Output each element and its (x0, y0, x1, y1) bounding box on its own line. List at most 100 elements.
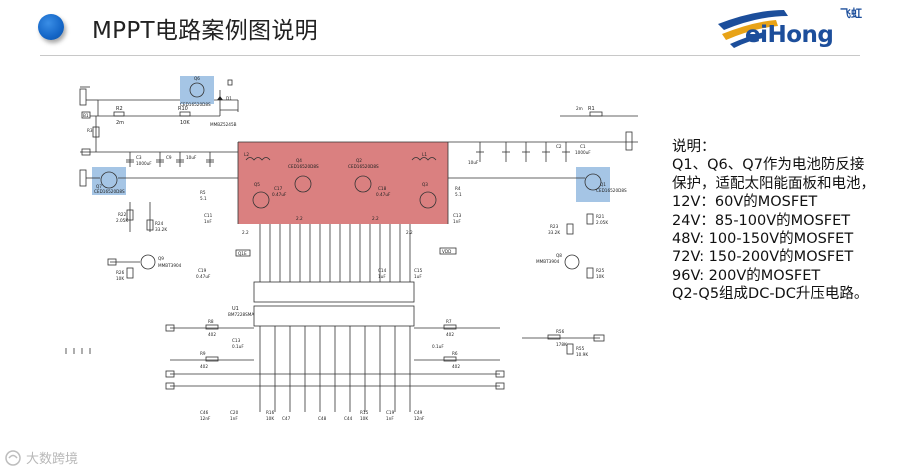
title-divider (40, 55, 860, 56)
svg-text:10.9K: 10.9K (576, 352, 588, 357)
svg-text:2.05K: 2.05K (596, 220, 608, 225)
svg-text:MMBT3904: MMBT3904 (158, 263, 182, 268)
svg-text:C19: C19 (198, 268, 207, 273)
svg-text:2m: 2m (116, 120, 124, 126)
l2-inductor-icon (245, 157, 271, 161)
svg-text:Q5: Q5 (254, 182, 260, 187)
svg-text:C11: C11 (204, 213, 213, 218)
svg-text:C2: C2 (556, 144, 562, 149)
svg-text:0.1uF: 0.1uF (232, 344, 244, 349)
svg-text:C1: C1 (580, 144, 586, 149)
svg-text:402: 402 (208, 332, 216, 337)
q5-mosfet-icon (252, 191, 270, 209)
notes-line: 保护，适配太阳能面板和电池， (672, 175, 875, 192)
svg-text:CED16520D8S: CED16520D8S (94, 189, 125, 194)
svg-text:402: 402 (446, 332, 454, 337)
svg-text:R1: R1 (588, 106, 595, 112)
svg-text:MMBT3904: MMBT3904 (536, 259, 560, 264)
svg-text:R9: R9 (200, 351, 206, 356)
svg-text:C13: C13 (232, 338, 241, 343)
svg-text:12nF: 12nF (414, 416, 425, 421)
watermark-text: 大数跨境 (26, 452, 79, 467)
logo-text: eiHong (745, 22, 834, 48)
explanation-notes: 说明： Q1、Q6、Q7作为电池防反接 保护，适配太阳能面板和电池， 12V：6… (672, 138, 900, 304)
svg-text:Q1E: Q1E (238, 251, 247, 256)
svg-text:R8: R8 (208, 319, 214, 324)
svg-text:D1: D1 (226, 96, 232, 101)
svg-text:1uF: 1uF (378, 274, 386, 279)
svg-text:C44: C44 (344, 416, 353, 421)
svg-text:0.47uF: 0.47uF (376, 192, 391, 197)
svg-text:R3: R3 (87, 128, 93, 133)
svg-text:C9: C9 (166, 155, 172, 160)
svg-text:10K: 10K (360, 416, 368, 421)
notes-line: 说明： (672, 139, 716, 155)
svg-text:Q2: Q2 (356, 158, 362, 163)
notes-line: Q1、Q6、Q7作为电池防反接 (672, 157, 865, 174)
svg-text:Q3: Q3 (422, 182, 428, 187)
svg-text:L1: L1 (422, 152, 427, 157)
svg-text:B1: B1 (83, 113, 89, 118)
svg-text:10K: 10K (116, 276, 124, 281)
notes-line: 12V：60V的MOSFET (672, 194, 818, 211)
svg-text:10uF: 10uF (468, 160, 479, 165)
svg-text:R16: R16 (266, 410, 275, 415)
q6-highlight (180, 76, 214, 104)
q8-transistor-icon (564, 254, 580, 270)
notes-line: 72V: 150-200V的MOSFET (672, 249, 854, 266)
mppt-schematic: .w { stroke: #333; stroke-width: 0.8; fi… (65, 76, 638, 421)
svg-text:R4: R4 (455, 186, 461, 191)
svg-text:CED16520D8S: CED16520D8S (596, 188, 627, 193)
boost-stage-highlight (238, 142, 448, 224)
svg-text:C49: C49 (414, 410, 423, 415)
svg-text:Q6: Q6 (194, 76, 200, 81)
svg-text:R23: R23 (550, 224, 559, 229)
svg-text:Q8: Q8 (556, 253, 562, 258)
svg-text:C47: C47 (282, 416, 291, 421)
svg-text:10K: 10K (180, 120, 190, 126)
svg-text:12nF: 12nF (200, 416, 211, 421)
svg-text:1nF: 1nF (230, 416, 238, 421)
svg-text:Q1: Q1 (600, 182, 606, 187)
q1-highlight (576, 167, 610, 202)
svg-text:2.2: 2.2 (372, 216, 379, 221)
u1-controller-ic (253, 281, 415, 303)
svg-text:33.2K: 33.2K (548, 230, 560, 235)
svg-text:Q9: Q9 (158, 256, 164, 261)
svg-text:1uF: 1uF (414, 274, 422, 279)
svg-text:L2: L2 (244, 152, 249, 157)
svg-text:C13: C13 (453, 213, 462, 218)
svg-text:C17: C17 (274, 186, 283, 191)
svg-text:402: 402 (200, 364, 208, 369)
svg-text:R22: R22 (118, 212, 127, 217)
svg-text:2.05K: 2.05K (116, 218, 128, 223)
svg-text:10K: 10K (596, 274, 604, 279)
r2-label: R2 (116, 106, 123, 112)
notes-line: Q2-Q5组成DC-DC升压电路。 (672, 286, 869, 303)
svg-text:CED16520D8S: CED16520D8S (288, 164, 319, 169)
svg-text:C14: C14 (378, 268, 387, 273)
svg-text:0.47uF: 0.47uF (196, 274, 211, 279)
q1-mosfet-icon (584, 173, 602, 191)
q7-mosfet-icon (100, 171, 118, 189)
svg-text:R7: R7 (446, 319, 452, 324)
logo-chinese-text: 飞虹 (840, 7, 862, 20)
svg-text:Q7: Q7 (96, 184, 102, 189)
feihong-logo-icon (718, 10, 788, 48)
svg-text:0.1uF: 0.1uF (432, 344, 444, 349)
svg-text:Q4: Q4 (296, 158, 302, 163)
q4-mosfet-icon (294, 175, 312, 193)
q9-transistor-icon (140, 254, 156, 270)
svg-text:MMBZ5245B: MMBZ5245B (210, 122, 237, 127)
svg-text:C18: C18 (378, 186, 387, 191)
svg-text:R55: R55 (576, 346, 585, 351)
svg-text:R25: R25 (596, 268, 605, 273)
watermark: 大数跨境 (4, 448, 78, 467)
svg-text:1nF: 1nF (453, 219, 461, 224)
svg-text:CED16520D8S: CED16520D8S (348, 164, 379, 169)
svg-text:1000uF: 1000uF (575, 150, 591, 155)
svg-text:C48: C48 (318, 416, 327, 421)
title-bullet-icon (38, 14, 64, 40)
svg-text:33.2K: 33.2K (155, 227, 167, 232)
svg-text:1000uF: 1000uF (136, 161, 152, 166)
